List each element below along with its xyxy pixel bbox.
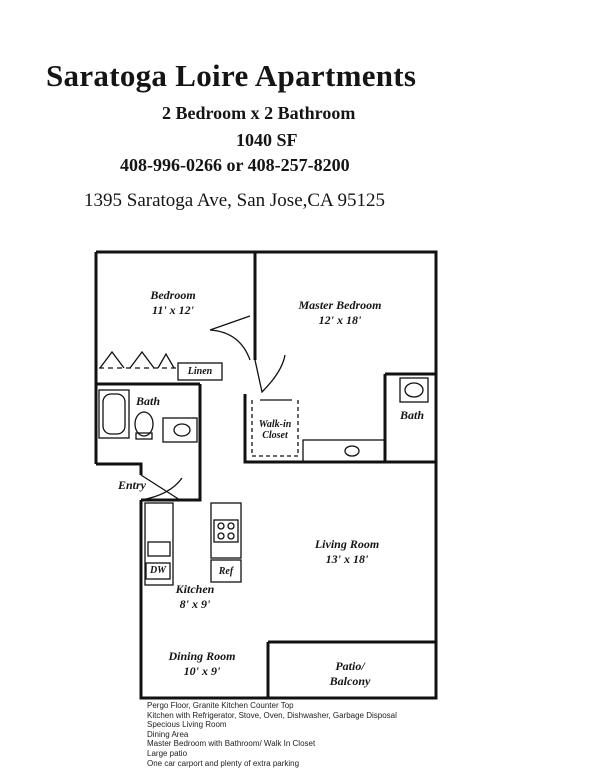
- bedroom-room: Bedroom 11' x 12': [138, 288, 208, 318]
- bedroom-door: [209, 315, 251, 361]
- living-room: Living Room 13' x 18': [292, 537, 402, 567]
- feature-item: Master Bedroom with Bathroom/ Walk In Cl…: [147, 739, 316, 749]
- room-size: 10' x 9': [183, 664, 221, 678]
- walkin-line2: Closet: [262, 430, 288, 441]
- stove: [213, 519, 239, 543]
- dining-room: Dining Room 10' x 9': [152, 649, 252, 679]
- bathtub: [98, 389, 130, 439]
- entry-wall: [96, 462, 143, 475]
- linen-closet: [177, 362, 223, 381]
- room-name: Kitchen: [175, 582, 215, 596]
- entry-door: [140, 474, 183, 501]
- square-feet: 1040 SF: [236, 130, 298, 150]
- room-name-2: Balcony: [329, 674, 371, 688]
- feature-item: One car carport and plenty of extra park…: [147, 758, 300, 768]
- feature-item: Specious Living Room: [147, 720, 227, 730]
- room-name: Bedroom: [150, 288, 196, 302]
- closet-wall: [243, 394, 300, 464]
- vanity: [162, 417, 198, 443]
- burner: [217, 532, 225, 540]
- sink: [173, 423, 191, 437]
- toilet: [134, 411, 154, 437]
- room-name: Patio/: [335, 659, 365, 673]
- phone-numbers: 408-996-0266 or 408-257-8200: [120, 155, 350, 175]
- feature-item: Large patio: [147, 748, 188, 758]
- master-toilet: [404, 382, 424, 398]
- entry-label: Entry: [117, 478, 146, 492]
- refrigerator: [210, 559, 242, 583]
- unit-type: 2 Bedroom x 2 Bathroom: [162, 103, 356, 123]
- outer-wall: [96, 250, 438, 700]
- walkin-closet-label: Walk-in Closet: [252, 419, 298, 441]
- page-title: Saratoga Loire Apartments: [46, 58, 417, 93]
- master-bedroom-room: Master Bedroom 12' x 18': [285, 298, 395, 328]
- feature-item: Dining Area: [147, 729, 189, 739]
- room-name: Master Bedroom: [298, 298, 382, 312]
- dishwasher: [145, 562, 171, 580]
- bath-label: Bath: [135, 394, 160, 408]
- feature-item: Kitchen with Refrigerator, Stove, Oven, …: [147, 710, 397, 720]
- room-size: 11' x 12': [151, 303, 194, 317]
- master-bath-label: Bath: [399, 408, 424, 422]
- entry-wall-right: [141, 464, 202, 502]
- bathtub-inner: [102, 393, 126, 435]
- closet-doors: [99, 350, 175, 369]
- room-size: 13' x 18': [325, 552, 369, 566]
- master-vanity: [302, 439, 386, 463]
- toilet-tank: [135, 432, 153, 440]
- burner: [227, 532, 235, 540]
- feature-item: Pergo Floor, Granite Kitchen Counter Top: [147, 701, 294, 710]
- room-name: Living Room: [314, 537, 380, 551]
- walkin-line1: Walk-in: [258, 419, 292, 430]
- room-name: Dining Room: [168, 649, 236, 663]
- address: 1395 Saratoga Ave, San Jose,CA 95125: [84, 190, 385, 211]
- kitchen-room: Kitchen 8' x 9': [160, 582, 230, 612]
- burner: [227, 522, 235, 530]
- room-size: 12' x 18': [318, 313, 362, 327]
- master-door: [254, 354, 286, 394]
- kitchen-sink: [147, 541, 171, 557]
- burner: [217, 522, 225, 530]
- kitchen-counter: [144, 502, 174, 586]
- features-list: Pergo Floor, Granite Kitchen Counter Top…: [147, 701, 467, 768]
- master-toilet-box: [399, 377, 429, 403]
- ref-label: Ref: [218, 566, 234, 577]
- walkin-closet-line: [251, 400, 299, 457]
- patio-room: Patio/ Balcony: [310, 659, 390, 689]
- linen-label: Linen: [187, 366, 213, 377]
- master-sink: [344, 445, 360, 457]
- stove-counter: [210, 502, 242, 559]
- room-size: 8' x 9': [179, 597, 211, 611]
- dw-label: DW: [149, 565, 167, 576]
